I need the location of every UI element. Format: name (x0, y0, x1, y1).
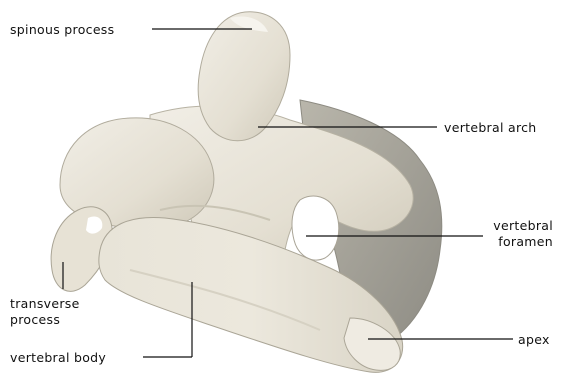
label-transverse-process-line1: transverse (10, 296, 80, 311)
vertebral-foramen-shape (292, 196, 339, 260)
label-vertebral-arch: vertebral arch (444, 120, 537, 135)
label-spinous-process: spinous process (10, 22, 114, 37)
label-vertebral-foramen-line1: vertebral (493, 218, 553, 233)
label-transverse-process-line2: process (10, 312, 60, 327)
label-apex: apex (518, 332, 550, 347)
label-vertebral-body: vertebral body (10, 350, 106, 365)
label-vertebral-foramen-line2: foramen (498, 234, 553, 249)
